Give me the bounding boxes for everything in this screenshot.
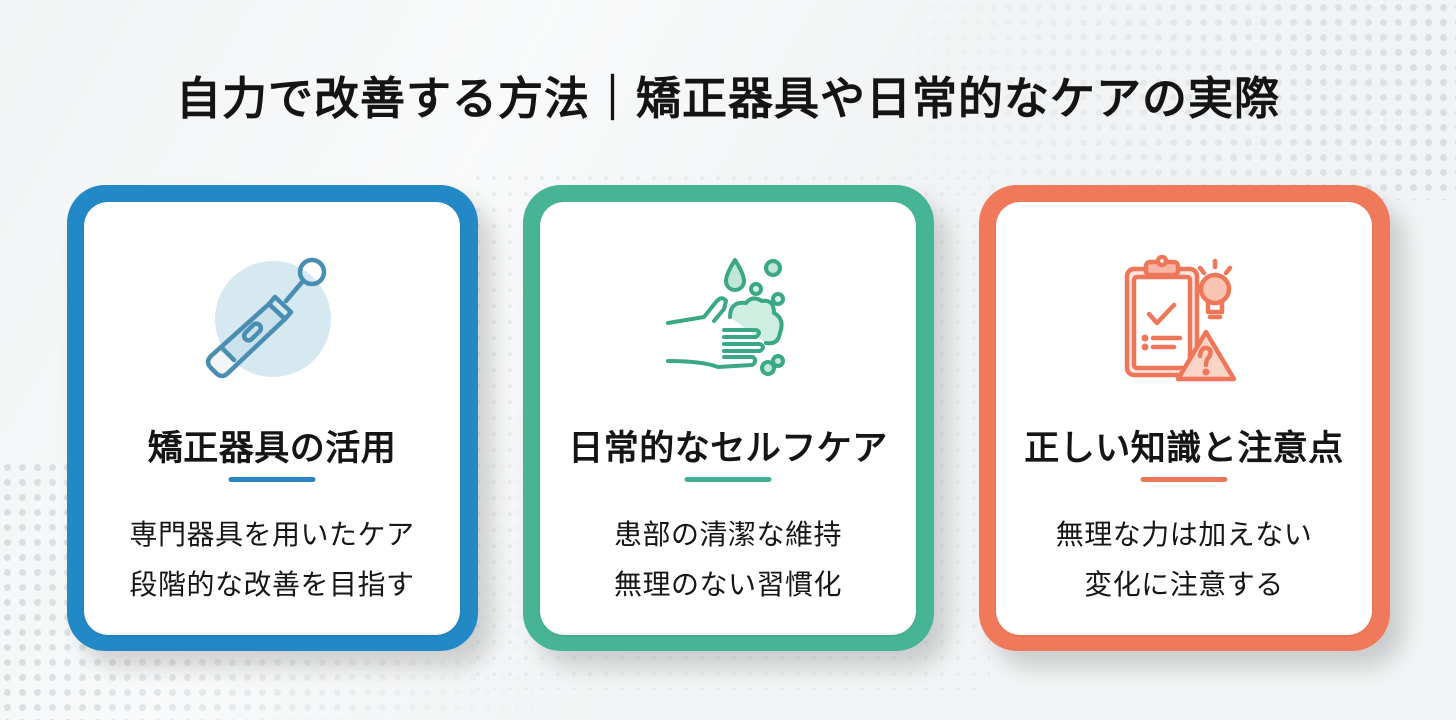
card-panel: 正しい知識と注意点 無理な力は加えない 変化に注意する: [996, 202, 1372, 635]
card-body: 無理な力は加えない 変化に注意する: [996, 510, 1372, 610]
card-body-line: 変化に注意する: [1084, 568, 1284, 601]
card-daily-self-care: 日常的なセルフケア 患部の清潔な維持 無理のない習慣化: [523, 185, 934, 651]
card-orthodontic-devices: 矯正器具の活用 専門器具を用いたケア 段階的な改善を目指す: [67, 185, 478, 651]
card-divider: [1140, 477, 1228, 482]
card-divider: [228, 477, 316, 482]
hand-washing-icon: [638, 237, 818, 397]
orthodontic-device-icon: [182, 237, 362, 397]
card-panel: 日常的なセルフケア 患部の清潔な維持 無理のない習慣化: [540, 202, 916, 635]
card-panel: 矯正器具の活用 専門器具を用いたケア 段階的な改善を目指す: [84, 202, 460, 635]
card-heading: 正しい知識と注意点: [1024, 429, 1344, 469]
card-body-line: 専門器具を用いたケア: [129, 518, 415, 551]
page-title: 自力で改善する方法｜矯正器具や日常的なケアの実際: [175, 72, 1280, 125]
dot-pattern-top-right: [896, 0, 1456, 200]
card-knowledge-cautions: 正しい知識と注意点 無理な力は加えない 変化に注意する: [979, 185, 1390, 651]
card-body: 専門器具を用いたケア 段階的な改善を目指す: [84, 510, 460, 610]
card-heading: 矯正器具の活用: [147, 429, 397, 469]
card-heading: 日常的なセルフケア: [568, 429, 888, 469]
card-body-line: 患部の清潔な維持: [613, 518, 842, 551]
card-body: 患部の清潔な維持 無理のない習慣化: [540, 510, 916, 610]
checklist-warning-icon: [1094, 237, 1274, 397]
card-body-line: 無理のない習慣化: [613, 568, 842, 601]
card-divider: [684, 477, 772, 482]
card-body-line: 段階的な改善を目指す: [129, 568, 415, 601]
card-body-line: 無理な力は加えない: [1055, 518, 1313, 551]
